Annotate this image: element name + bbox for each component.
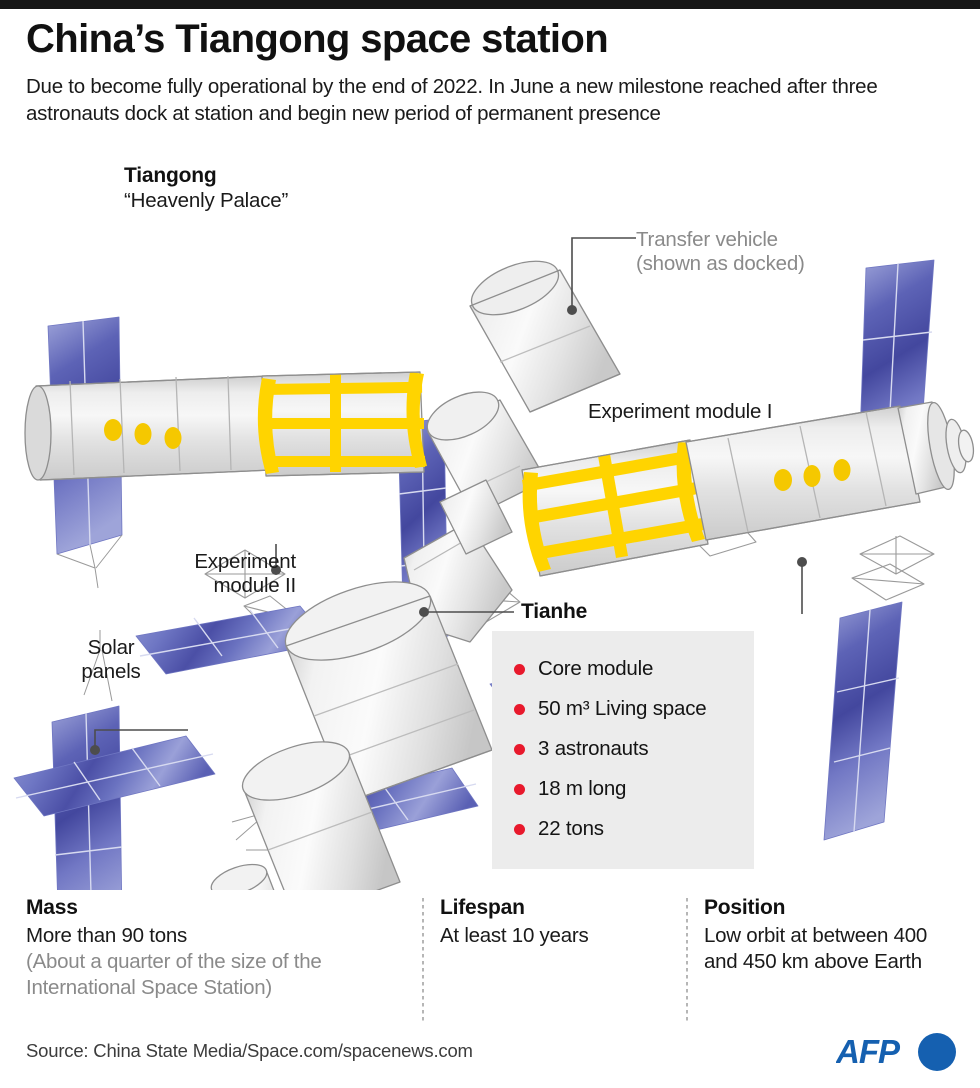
top-black-bar: [0, 0, 980, 9]
source-line: Source: China State Media/Space.com/spac…: [26, 1040, 473, 1061]
bullet-icon: [514, 663, 525, 675]
stat-value: At least 10 years: [440, 924, 589, 947]
tianhe-fact-box: Core module 50 m³ Living space 3 astrona…: [492, 631, 754, 869]
bullet-icon: [514, 783, 525, 795]
solar-panel: [13, 735, 216, 817]
label-tianhe: Tianhe: [521, 600, 587, 625]
fact-row: 50 m³ Living space: [514, 689, 754, 729]
stat-heading: Position: [704, 896, 786, 919]
stat-mass: Mass More than 90 tons (About a quarter …: [26, 896, 418, 1002]
stat-value: More than 90 tons: [26, 924, 187, 947]
afp-logo-text: AFP: [836, 1033, 901, 1070]
solar-panels-line1: Solar: [87, 636, 135, 659]
stats-section: Mass More than 90 tons (About a quarter …: [26, 896, 958, 1024]
label-solar-panels: Solar panels: [66, 636, 156, 684]
fact-text: 22 tons: [538, 817, 604, 840]
left-module: [24, 375, 273, 481]
fact-row: 18 m long: [514, 769, 754, 809]
callout-leaders: [90, 237, 807, 755]
bullet-icon: [514, 823, 525, 835]
stat-lifespan: Lifespan At least 10 years: [440, 896, 682, 949]
bullet-icon: [514, 743, 525, 755]
experiment-module-2-line2: module II: [213, 574, 296, 598]
bullet-icon: [514, 703, 525, 715]
stats-divider: [422, 898, 424, 1022]
experiment-module-1: [521, 439, 709, 577]
afp-logo-dot: [918, 1033, 956, 1071]
header: China’s Tiangong space station Due to be…: [26, 17, 962, 127]
stat-heading: Mass: [26, 896, 78, 919]
experiment-module-2: [257, 371, 427, 477]
stat-value: Low orbit at between 400 and 450 km abov…: [704, 924, 928, 974]
fact-row: 22 tons: [514, 809, 754, 849]
label-experiment-module-2: Experiment module II: [160, 550, 296, 598]
label-transfer-vehicle: Transfer vehicle (shown as docked): [636, 228, 805, 276]
experiment-module-1-text: Experiment module I: [588, 400, 773, 423]
transfer-vehicle-note: (shown as docked): [636, 252, 805, 276]
right-outer-module: [685, 401, 975, 541]
tianhe-title: Tianhe: [521, 600, 588, 623]
tiangong-translation: “Heavenly Palace”: [124, 188, 289, 212]
space-station-diagram: Tiangong “Heavenly Palace” Transfer vehi…: [0, 150, 980, 890]
page-subtitle: Due to become fully operational by the e…: [26, 75, 878, 126]
tiangong-name: Tiangong: [124, 164, 217, 187]
stats-divider: [686, 898, 688, 1022]
fact-text: Core module: [538, 657, 654, 680]
fact-text: 18 m long: [538, 777, 627, 800]
tianhe-core-module: [210, 581, 493, 890]
solar-panel: [823, 601, 903, 841]
stat-note-line1: (About a quarter of the size of the: [26, 950, 322, 974]
stat-position: Position Low orbit at between 400 and 45…: [704, 896, 958, 975]
transfer-vehicle-title: Transfer vehicle: [636, 228, 778, 251]
stat-heading: Lifespan: [440, 896, 525, 919]
afp-logo: AFP: [835, 1032, 958, 1072]
page-title: China’s Tiangong space station: [26, 17, 609, 61]
fact-text: 3 astronauts: [538, 737, 649, 760]
solar-panel: [135, 605, 331, 675]
fact-text: 50 m³ Living space: [538, 697, 707, 720]
fact-row: 3 astronauts: [514, 729, 754, 769]
stat-note-line2: International Space Station): [26, 976, 272, 1000]
transfer-vehicle: [426, 260, 621, 555]
solar-panels-line2: panels: [81, 660, 141, 684]
fact-row: Core module: [514, 649, 754, 689]
experiment-module-2-line1: Experiment: [194, 550, 296, 573]
label-tiangong: Tiangong “Heavenly Palace”: [124, 164, 288, 213]
label-experiment-module-1: Experiment module I: [588, 400, 772, 424]
